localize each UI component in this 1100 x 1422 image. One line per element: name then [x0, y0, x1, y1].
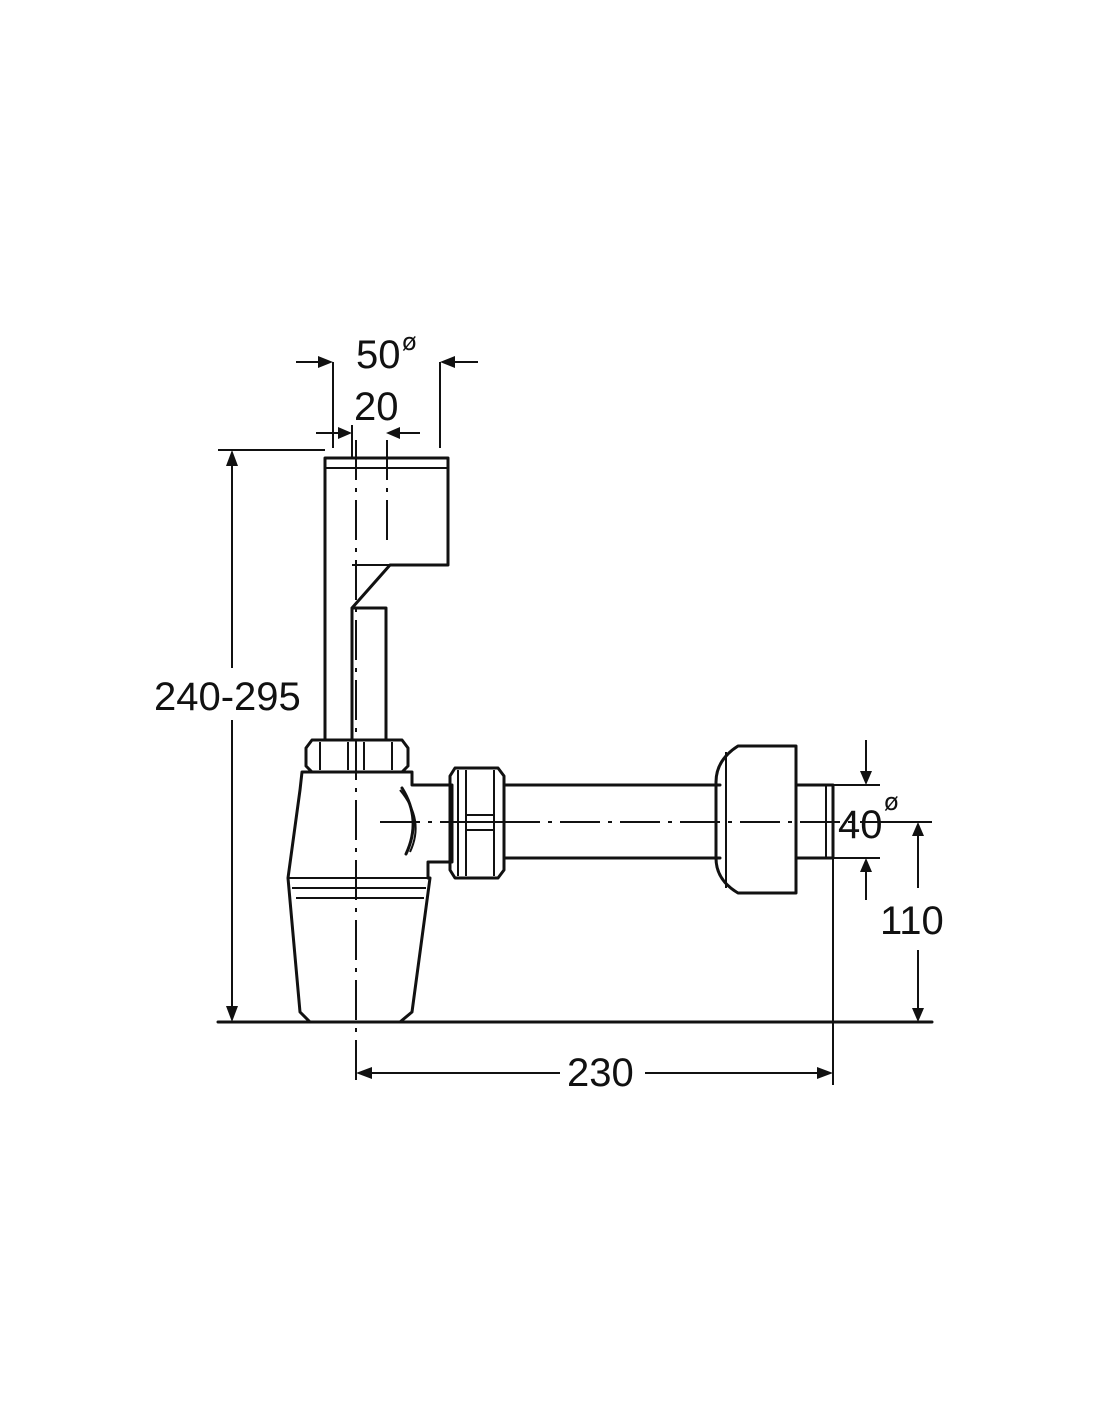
dimension-lines [216, 356, 934, 1085]
wall-rosette [714, 744, 798, 895]
dim-label-230: 230 [567, 1051, 634, 1095]
inlet-tube [323, 456, 450, 742]
dim-label-20: 20 [354, 385, 399, 429]
diameter-symbol-top: ø [402, 328, 417, 356]
horizontal-pipe [502, 783, 722, 860]
side-nut [448, 766, 506, 880]
dim-label-50: 50 [356, 333, 401, 377]
dim-label-240-295: 240-295 [154, 675, 301, 719]
center-lines [355, 440, 860, 1085]
diameter-symbol-outlet: ø [884, 788, 899, 816]
dim-label-40: 40 [838, 803, 883, 847]
siphon-body [286, 456, 835, 1024]
dim-label-110: 110 [880, 899, 944, 943]
